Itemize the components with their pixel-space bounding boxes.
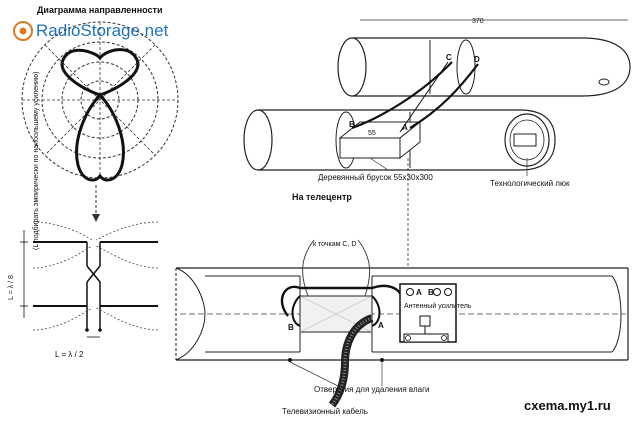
tv-center-label: На телецентр — [292, 192, 352, 202]
tv-cable — [328, 314, 374, 408]
watermark-logo-dot — [19, 27, 27, 35]
detail-view: к точкам C, D B A A B Антенный усилитель… — [175, 239, 629, 416]
drain-hole — [288, 358, 292, 362]
watermark-logo: RadioStorage.net — [13, 21, 169, 41]
feed-point — [98, 328, 102, 332]
terminal-ground — [444, 288, 452, 296]
point-c: C — [446, 53, 452, 62]
watermark-brand: RadioStorage.net — [36, 21, 169, 40]
cable-label: Телевизионный кабель — [282, 407, 368, 416]
amp-terminal-a: A — [416, 288, 422, 297]
block-dim: 55 — [368, 130, 376, 137]
vertical-note: (L подбирать эмпирически по наибольшему … — [32, 71, 40, 250]
feed-point — [85, 328, 89, 332]
hatch-label: Технологический люк — [490, 179, 570, 188]
polar-title: Диаграмма направленности — [37, 5, 163, 15]
point-d: D — [474, 55, 480, 64]
pipe-front — [258, 109, 556, 171]
holes-label: Отверстия для удаления влаги — [314, 385, 430, 394]
cable-loop — [280, 284, 404, 317]
polar-diagram: Диаграмма направленности — [21, 5, 179, 182]
point-b: B — [349, 120, 355, 129]
to-points-label: к точкам C, D — [313, 241, 356, 248]
detail-point-a: A — [378, 321, 384, 330]
lambda-2-label: L = λ / 2 — [55, 350, 84, 359]
amp-terminal-b: B — [428, 288, 434, 297]
dimension-370: 370 — [472, 18, 484, 25]
screw-icon — [405, 335, 411, 341]
drain-hole — [380, 358, 384, 362]
amp-label: Антенный усилитель — [404, 302, 472, 310]
antenna-amplifier — [399, 283, 457, 343]
polar-lobe-back — [60, 48, 140, 97]
dipole-wire — [409, 63, 479, 129]
dipole-diagram: L = λ / 8 (L подбирать эмпирически по на… — [8, 71, 159, 359]
point-a: A — [402, 123, 408, 132]
block-label: Деревянный брусок 55x30x300 — [318, 173, 433, 182]
screw-icon — [441, 335, 447, 341]
terminal-b — [433, 288, 441, 296]
detail-point-b: B — [288, 323, 294, 332]
pipe-back — [352, 37, 631, 97]
hatch — [513, 133, 537, 147]
watermark-logo-icon — [13, 21, 33, 41]
dipole-wire — [351, 61, 453, 130]
amp-bracket — [403, 333, 449, 343]
arrow-down — [92, 185, 100, 222]
polar-lobe-main — [75, 92, 125, 182]
terminal-a — [406, 288, 414, 296]
site-footer: cxema.my1.ru — [524, 398, 611, 413]
pipe-assembly: 370 55 C D B A Деревянный — [243, 18, 631, 268]
lambda-8-label: L = λ / 8 — [8, 275, 15, 300]
